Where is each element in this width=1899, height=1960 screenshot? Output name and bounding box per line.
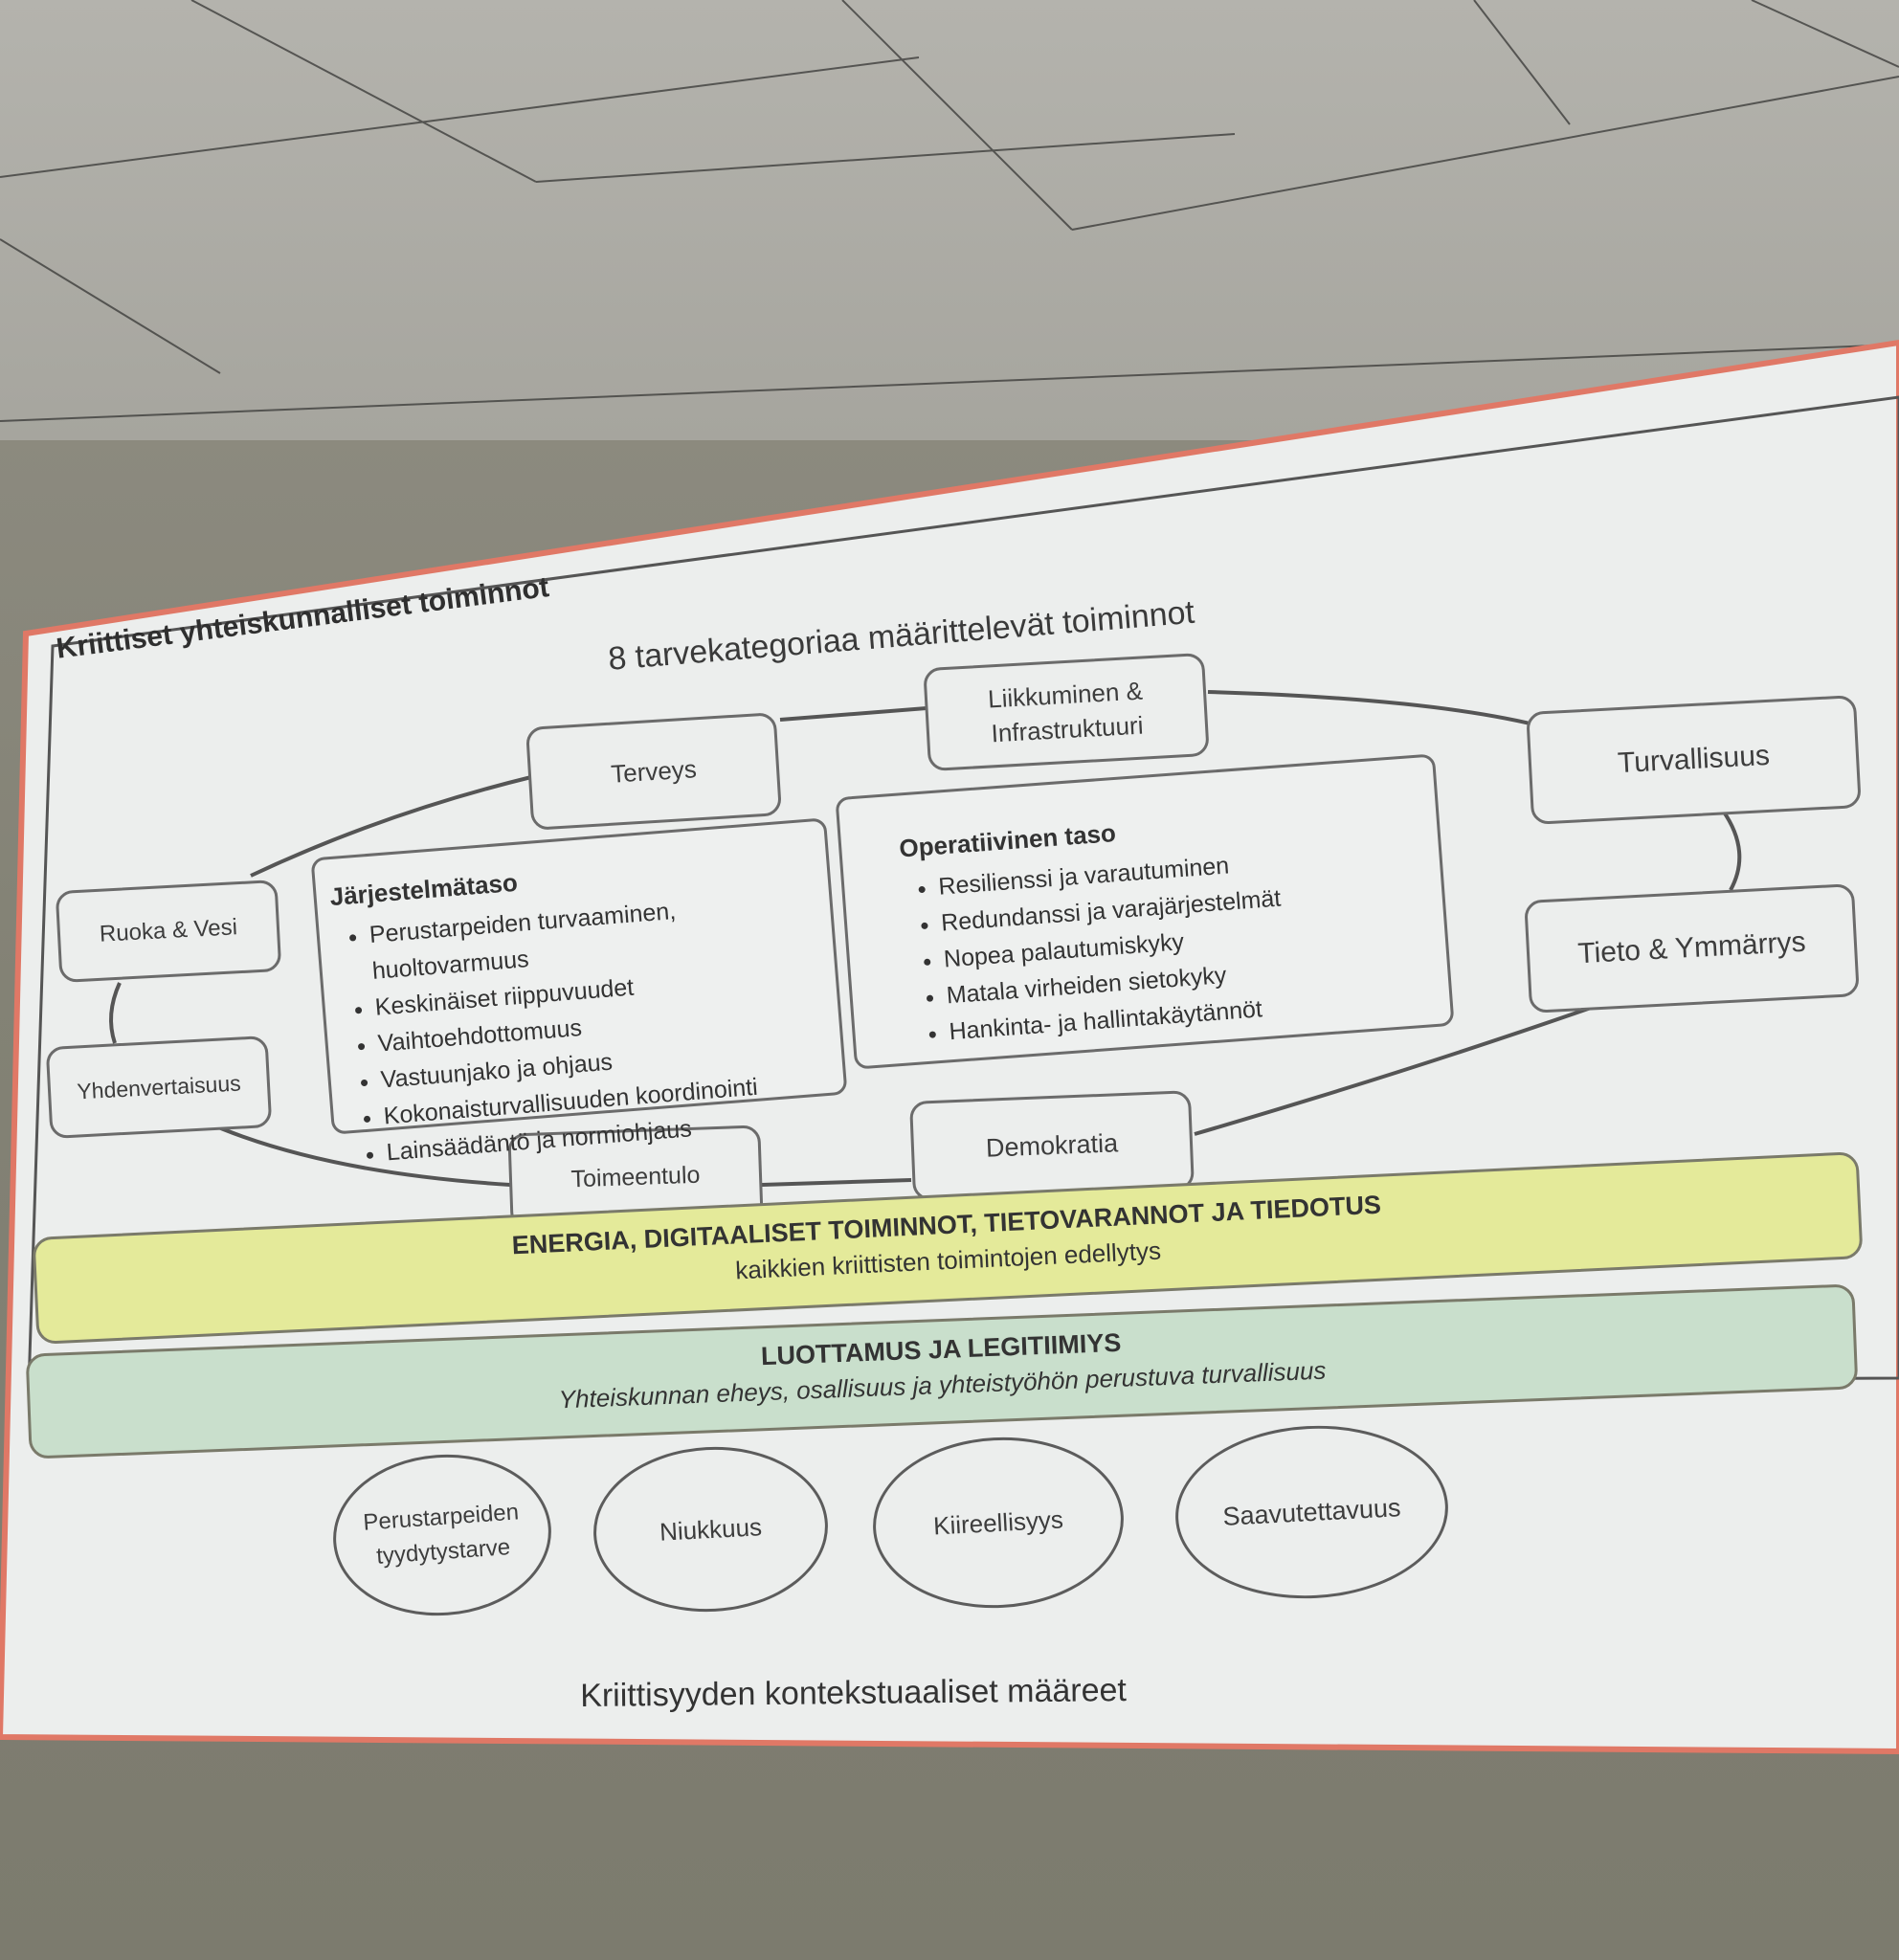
category-demokratia-label: Demokratia [985, 1127, 1119, 1163]
category-turvallisuus-label: Turvallisuus [1617, 739, 1771, 780]
system-level-list: Perustarpeiden turvaaminen, huoltovarmuu… [332, 880, 848, 1173]
category-ruoka-label: Ruoka & Vesi [99, 914, 238, 947]
context-niukkuus-label: Niukkuus [659, 1511, 763, 1547]
system-level-panel: Järjestelmätaso Perustarpeiden turvaamin… [310, 817, 848, 1166]
category-terveys-label: Terveys [610, 753, 698, 789]
category-terveys: Terveys [525, 712, 783, 831]
category-tieto: Tieto & Ymmärrys [1524, 883, 1860, 1013]
category-liikkuminen: Liikkuminen & Infrastruktuuri [923, 652, 1210, 772]
operational-level-list: Resilienssi ja varautuminen Redundanssi … [901, 832, 1450, 1053]
operational-level-panel: Operatiivinen taso Resilienssi ja varaut… [835, 753, 1455, 1070]
ceiling-tile-lines [0, 0, 1899, 422]
category-ring [109, 690, 1742, 1187]
category-yhdenvertaisuus: Yhdenvertaisuus [45, 1035, 273, 1140]
context-kiireellisyys-label: Kiireellisyys [932, 1503, 1064, 1541]
category-ruoka: Ruoka & Vesi [55, 879, 282, 984]
ceiling [0, 0, 1899, 440]
category-liikkuminen-line2: Infrastruktuuri [990, 710, 1145, 748]
frame-border [27, 395, 1899, 1390]
context-caption: Kriittisyyden kontekstuaaliset määreet [580, 1672, 1128, 1714]
category-yhdenvertaisuus-label: Yhdenvertaisuus [76, 1070, 242, 1103]
category-turvallisuus: Turvallisuus [1526, 695, 1862, 825]
context-saavutettavuus-label: Saavutettavuus [1221, 1492, 1402, 1531]
category-tieto-label: Tieto & Ymmärrys [1576, 925, 1807, 970]
category-toimeentulo-label: Toimeentulo [570, 1161, 701, 1192]
